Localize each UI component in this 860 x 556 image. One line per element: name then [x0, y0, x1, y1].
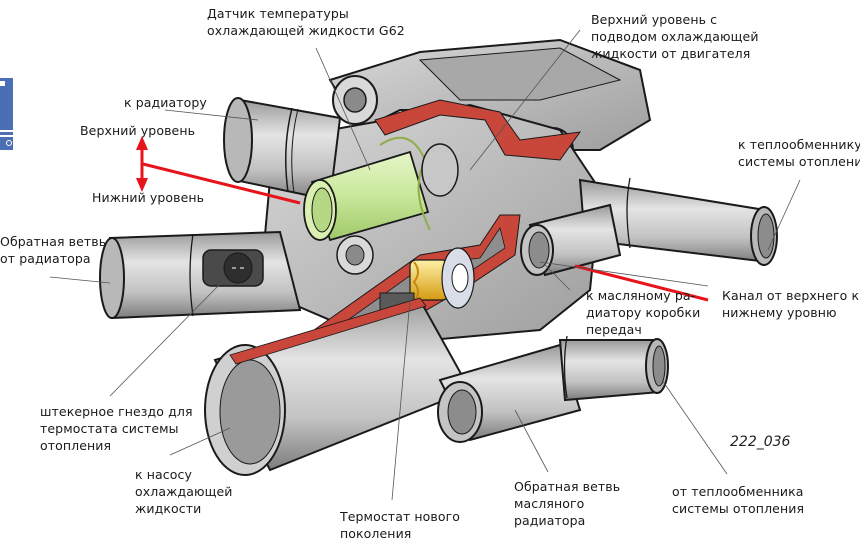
temperature-sensor-g62 [303, 136, 459, 242]
level-indicator [136, 136, 709, 302]
leader-lines [49, 29, 801, 501]
label-oil-cooler-return: Обратная ветвь масляного радиатора [514, 479, 621, 528]
leader-line [169, 427, 231, 456]
label-radiator-return: Обратная ветвь от радиатора [0, 234, 107, 266]
figure-id: 222_036 [730, 434, 791, 450]
tab-gear-mark [6, 140, 12, 146]
tab-mark [0, 81, 5, 86]
label-upper-level: Верхний уровень [80, 123, 196, 138]
arrow-down-icon [136, 178, 148, 192]
label-sensor-g62: Датчик температуры охлаждающей жидкости … [207, 6, 405, 38]
pipe-radiator-return [99, 230, 302, 320]
pipe-to-heater-core [578, 177, 778, 266]
label-connector-socket: штекерное гнездо для термостата системы … [40, 404, 193, 453]
label-to-radiator: к радиатору [124, 95, 207, 110]
pipe-oil-cooler-return [437, 343, 582, 443]
leader-line [539, 261, 709, 287]
tab-mark [0, 130, 13, 132]
label-from-heater-core: от теплообменника системы отопления [672, 484, 805, 516]
channel-pointer-line [574, 264, 709, 302]
label-upper-level-engine: Верхний уровень с подводом охлаждающей ж… [591, 12, 759, 61]
leader-line [544, 264, 571, 291]
leader-line [767, 179, 801, 251]
label-lower-level: Нижний уровень [92, 190, 205, 205]
leader-line [109, 281, 223, 397]
leader-line [469, 29, 581, 171]
thermostat-element [379, 247, 475, 312]
label-channel-upper-to-lower: Канал от верхнего к нижнему уровню [722, 288, 860, 320]
side-bookmark-tab [0, 78, 13, 150]
tab-mark [0, 135, 13, 137]
label-thermostat-new-gen: Термостат нового поколения [340, 509, 461, 541]
leader-line [164, 109, 259, 121]
pipe-to-radiator [223, 97, 342, 202]
label-to-heater-core: к теплообменнику системы отопления [738, 137, 860, 169]
label-to-coolant-pump: к насосу охлаждающей жидкости [135, 467, 233, 516]
pipe-from-heater-core [558, 335, 669, 402]
leader-line [391, 299, 411, 501]
leader-line [514, 409, 549, 473]
leader-line [661, 379, 728, 475]
leader-line [49, 276, 111, 284]
arrow-up-icon [136, 136, 148, 150]
level-pointer-line [142, 162, 301, 205]
label-to-gearbox-oil-cooler: к масляному ра- диатору коробки передач [586, 288, 701, 337]
leader-line [315, 47, 371, 171]
pipe-to-coolant-pump [204, 297, 472, 476]
